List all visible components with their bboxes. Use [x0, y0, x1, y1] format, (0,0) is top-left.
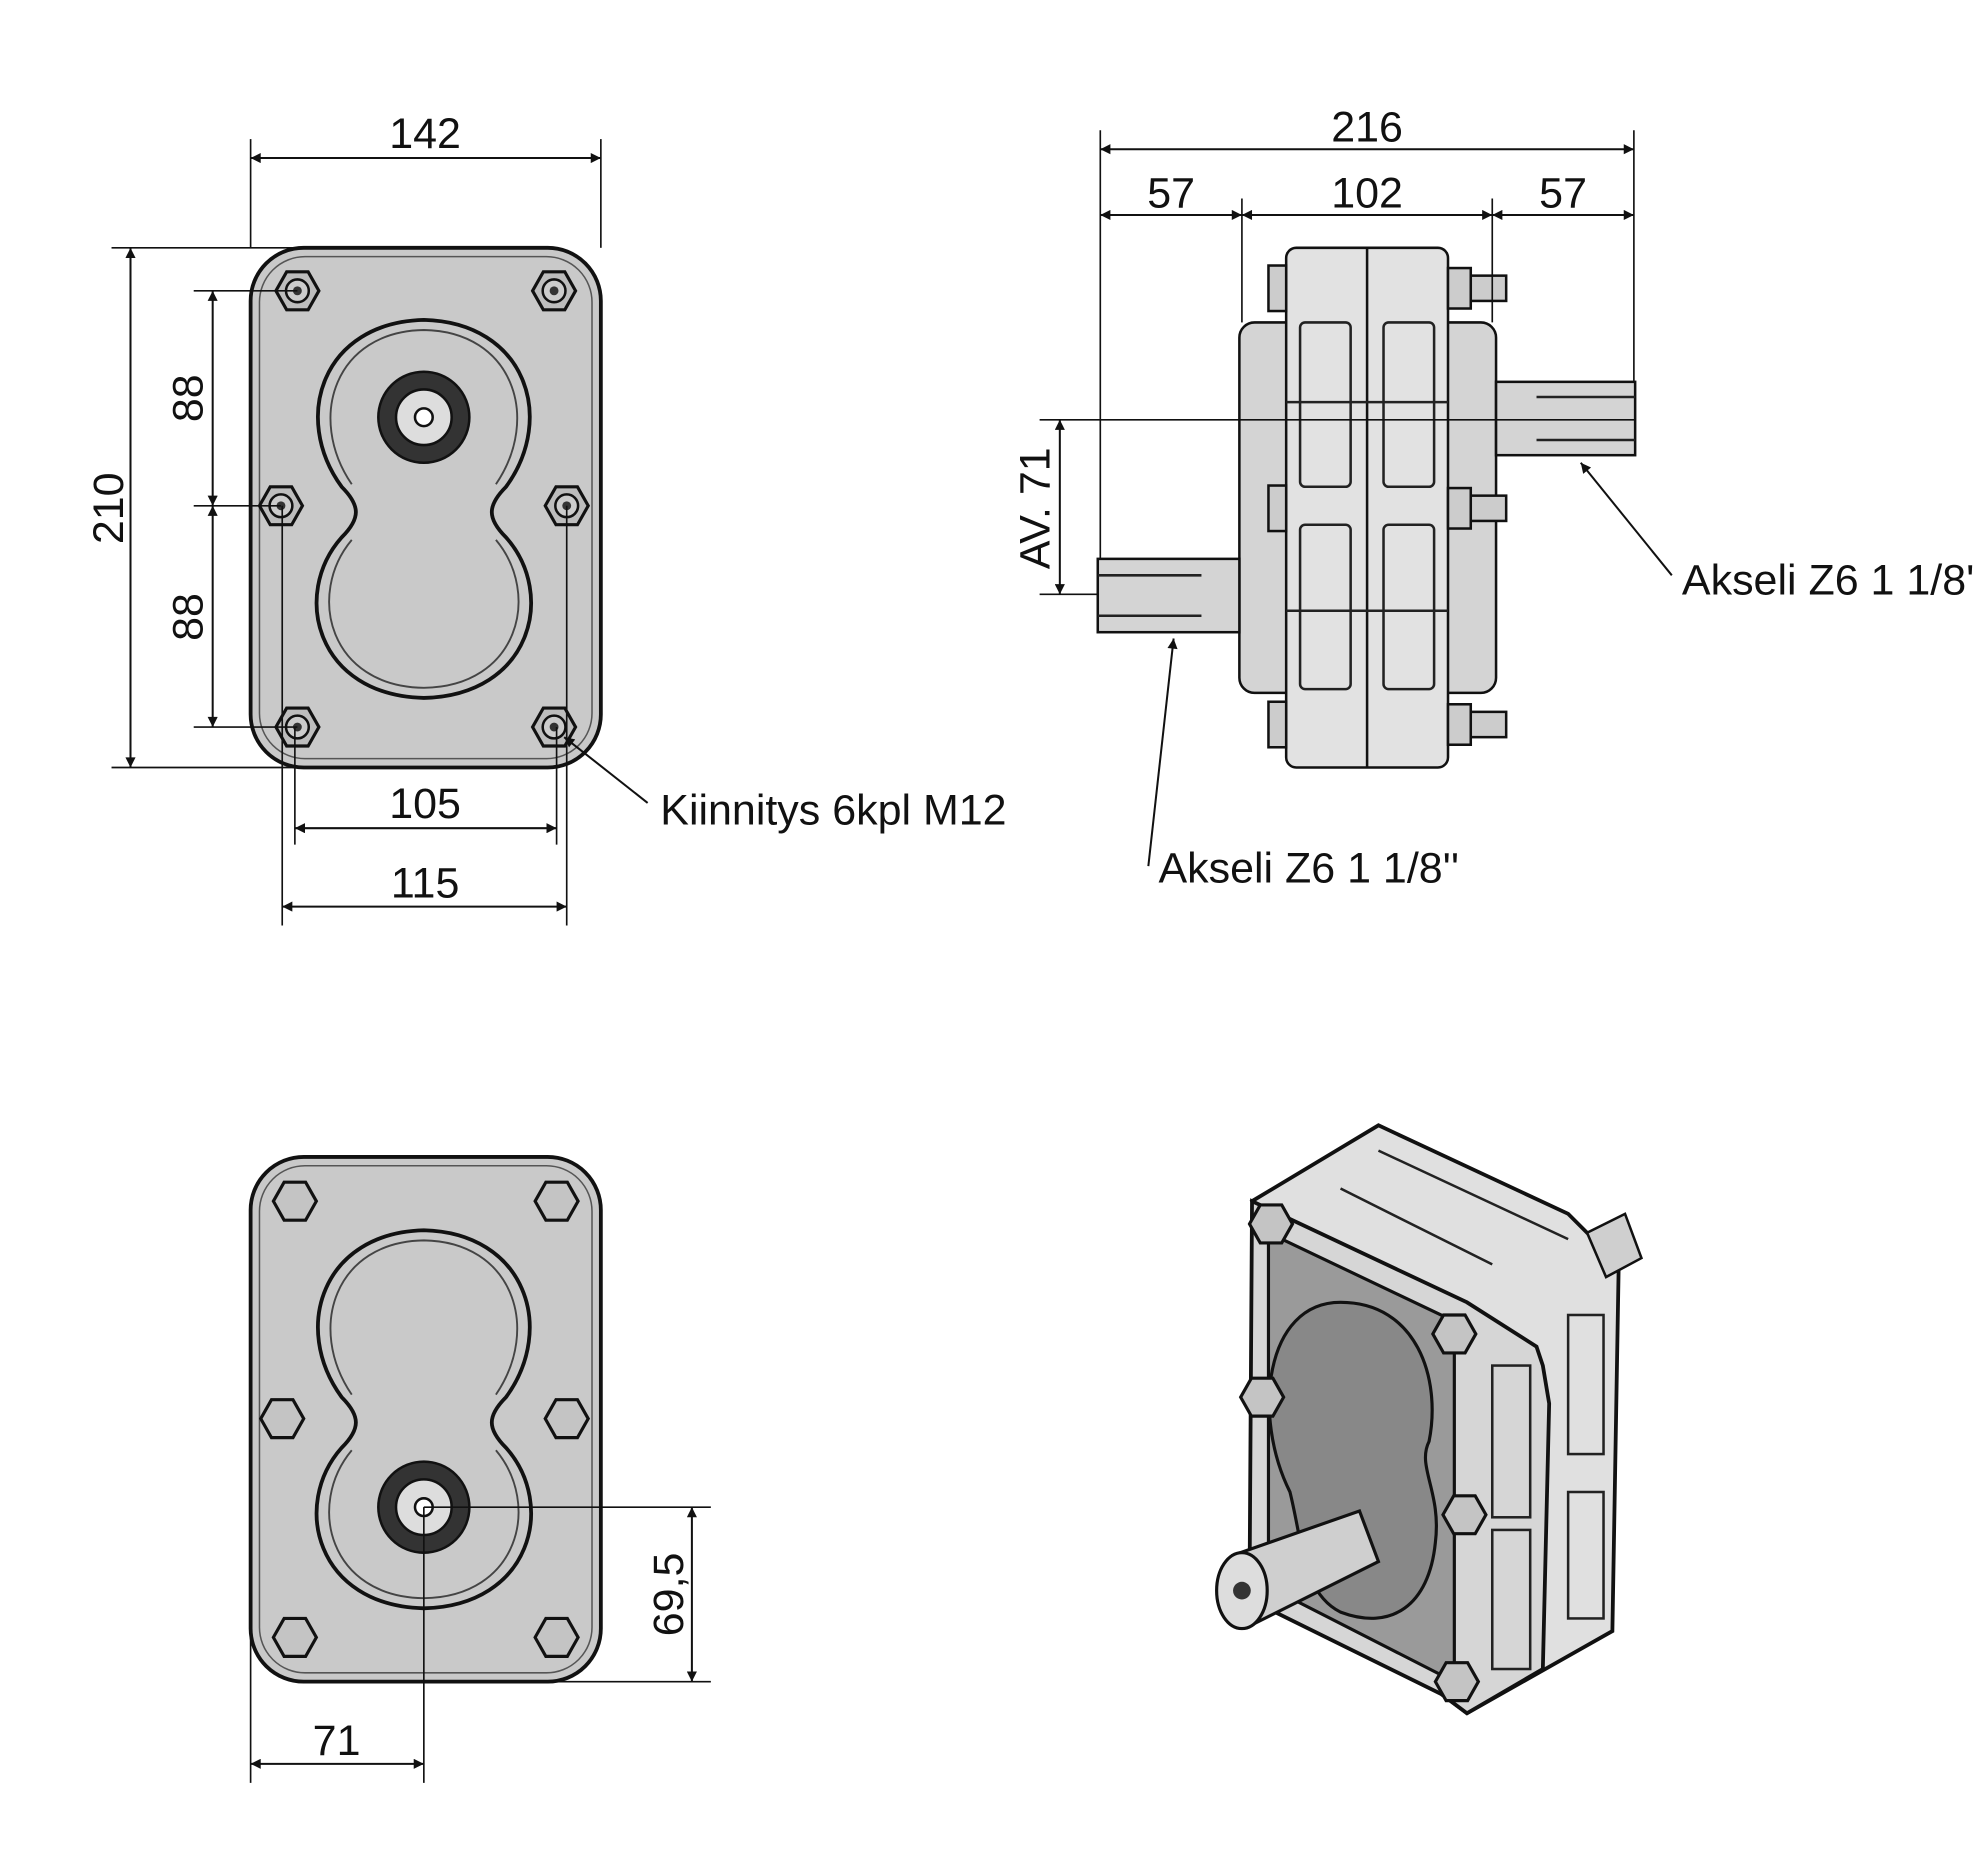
gearbox-front-face: [248, 245, 603, 770]
bolt-icon: [271, 1180, 318, 1222]
dim-overall-length: 216: [1331, 104, 1403, 152]
bolt-icon: [271, 1616, 318, 1658]
iso-shaft: [1215, 1508, 1381, 1631]
dim-axis-offset: AV. 71: [1012, 447, 1060, 569]
front-view: 142 210 88 88 105 115 Kiinnitys 6kpl M12: [85, 110, 1007, 926]
side-view: 216 57 102 57 AV. 71 Akseli Z6 1 1/8'' A…: [1012, 104, 1973, 893]
dim-inner-bolt-spacing: 105: [389, 780, 461, 828]
dim-body-length: 102: [1331, 169, 1403, 217]
bolt-icon: [533, 1616, 580, 1658]
dim-shaft-height: 69,5: [645, 1553, 693, 1637]
mounting-note: Kiinnitys 6kpl M12: [660, 786, 1006, 834]
dim-outer-bolt-spacing: 115: [391, 860, 460, 908]
right-shaft-note: Akseli Z6 1 1/8'': [1682, 556, 1973, 604]
bolt-icon: [530, 270, 578, 312]
right-shaft: [1494, 380, 1637, 457]
bolt-icon: [259, 1398, 306, 1440]
dim-shaft-offset: 71: [313, 1717, 361, 1765]
dim-left-shaft: 57: [1147, 169, 1195, 217]
dim-height: 210: [85, 472, 133, 544]
dim-upper-spacing: 88: [165, 374, 213, 422]
dim-right-shaft: 57: [1539, 169, 1587, 217]
dim-lower-spacing: 88: [165, 593, 213, 641]
dim-width: 142: [389, 110, 461, 158]
left-shaft-note: Akseli Z6 1 1/8'': [1158, 845, 1459, 893]
left-shaft: [1096, 557, 1241, 634]
input-shaft: [377, 370, 471, 465]
iso-rear-shaft: [1585, 1212, 1644, 1279]
isometric-view: [1215, 1123, 1644, 1716]
side-bolts: [1267, 264, 1508, 749]
bolt-icon: [543, 1398, 590, 1440]
bolt-icon: [533, 1180, 580, 1222]
rear-view: 69,5 71: [248, 1155, 711, 1783]
